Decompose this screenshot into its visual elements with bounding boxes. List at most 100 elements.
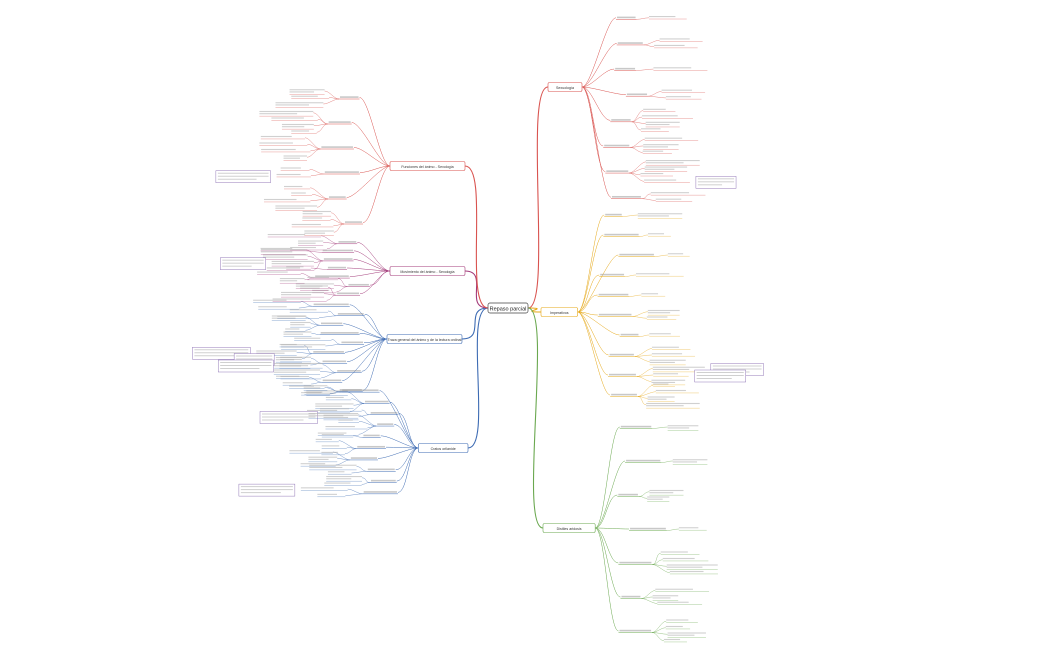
- leaf-text[interactable]: [648, 16, 676, 18]
- branch-node[interactable]: Cratos orilanide: [418, 443, 469, 453]
- branch-node[interactable]: Funciones del ánimo - Sexología: [389, 161, 466, 171]
- leaf-text[interactable]: [281, 291, 325, 294]
- leaf-text[interactable]: [649, 492, 674, 494]
- leaf-text[interactable]: [655, 588, 693, 590]
- leaf-text[interactable]: [275, 207, 305, 209]
- sub-node-text[interactable]: [620, 425, 652, 428]
- leaf-text[interactable]: [286, 266, 304, 268]
- leaf-text[interactable]: [665, 625, 683, 628]
- leaf-text[interactable]: [665, 96, 691, 98]
- leaf-text[interactable]: [273, 369, 321, 371]
- leaf-text[interactable]: [653, 67, 692, 69]
- leaf-text[interactable]: [662, 557, 695, 560]
- leaf-text[interactable]: [275, 104, 310, 106]
- leaf-text[interactable]: [283, 155, 308, 157]
- leaf-text[interactable]: [279, 278, 305, 280]
- leaf-text[interactable]: [321, 434, 344, 436]
- leaf-text[interactable]: [327, 471, 345, 473]
- leaf-text[interactable]: [640, 128, 661, 130]
- leaf-text[interactable]: [281, 123, 314, 126]
- leaf-text[interactable]: [666, 619, 689, 621]
- sub-node-text[interactable]: [328, 196, 346, 198]
- leaf-text[interactable]: [653, 383, 669, 385]
- leaf-text[interactable]: [657, 601, 689, 603]
- sub-node-text[interactable]: [619, 253, 654, 256]
- leaf-text[interactable]: [647, 396, 675, 398]
- sub-node-text[interactable]: [609, 353, 634, 356]
- leaf-text[interactable]: [326, 478, 352, 480]
- sub-node-text[interactable]: [608, 373, 636, 376]
- leaf-text[interactable]: [647, 498, 663, 500]
- leaf-text[interactable]: [643, 146, 668, 148]
- leaf-text[interactable]: [649, 333, 671, 335]
- sub-node-text[interactable]: [611, 393, 637, 396]
- sub-node-text[interactable]: [337, 292, 360, 295]
- leaf-text[interactable]: [260, 135, 292, 138]
- sub-node-text[interactable]: [323, 258, 353, 260]
- leaf-text[interactable]: [317, 493, 337, 495]
- leaf-text[interactable]: [652, 366, 705, 368]
- leaf-text[interactable]: [295, 283, 334, 285]
- leaf-text[interactable]: [663, 638, 681, 641]
- leaf-text[interactable]: [274, 365, 309, 367]
- leaf-text[interactable]: [290, 321, 311, 324]
- leaf-text[interactable]: [646, 402, 700, 405]
- leaf-text[interactable]: [259, 110, 314, 113]
- leaf-text[interactable]: [637, 213, 683, 215]
- branch-node[interactable]: Imperativos: [540, 307, 578, 317]
- leaf-text[interactable]: [326, 476, 362, 478]
- leaf-text[interactable]: [289, 89, 325, 91]
- leaf-text[interactable]: [644, 137, 683, 139]
- leaf-text[interactable]: [306, 390, 348, 392]
- leaf-text[interactable]: [338, 419, 353, 421]
- sub-node-text[interactable]: [621, 595, 641, 598]
- leaf-text[interactable]: [312, 289, 330, 291]
- sub-node-text[interactable]: [348, 283, 369, 286]
- leaf-text[interactable]: [283, 331, 312, 333]
- sub-node-text[interactable]: [357, 445, 385, 448]
- leaf-text[interactable]: [651, 346, 679, 348]
- leaf-text[interactable]: [303, 387, 321, 389]
- leaf-text[interactable]: [282, 382, 303, 384]
- leaf-text[interactable]: [321, 445, 340, 447]
- leaf-text[interactable]: [637, 215, 669, 217]
- leaf-text[interactable]: [271, 315, 306, 317]
- leaf-text[interactable]: [640, 173, 664, 175]
- leaf-text[interactable]: [661, 89, 693, 91]
- leaf-text[interactable]: [289, 385, 314, 387]
- leaf-text[interactable]: [646, 316, 668, 318]
- leaf-text[interactable]: [635, 273, 670, 275]
- leaf-text[interactable]: [309, 464, 357, 466]
- leaf-text[interactable]: [666, 564, 718, 566]
- leaf-text[interactable]: [652, 595, 679, 597]
- leaf-text[interactable]: [666, 566, 703, 568]
- leaf-text[interactable]: [649, 359, 686, 361]
- sub-node-text[interactable]: [600, 273, 625, 276]
- leaf-text[interactable]: [308, 413, 359, 415]
- leaf-text[interactable]: [678, 527, 699, 529]
- sub-node-text[interactable]: [626, 459, 661, 462]
- leaf-text[interactable]: [281, 344, 326, 346]
- sub-node-text[interactable]: [321, 322, 343, 325]
- sub-node-text[interactable]: [337, 370, 361, 372]
- sub-node-text[interactable]: [363, 434, 380, 437]
- sub-node-text[interactable]: [344, 221, 363, 223]
- leaf-text[interactable]: [654, 44, 685, 46]
- leaf-text[interactable]: [324, 482, 351, 484]
- leaf-text[interactable]: [651, 381, 676, 383]
- leaf-text[interactable]: [308, 458, 329, 460]
- leaf-text[interactable]: [263, 198, 297, 201]
- leaf-text[interactable]: [667, 427, 690, 429]
- sub-node-text[interactable]: [324, 171, 359, 173]
- leaf-text[interactable]: [276, 375, 300, 377]
- branch-node[interactable]: Movimiento del ánimo - Sexología: [389, 266, 466, 276]
- leaf-text[interactable]: [289, 91, 315, 93]
- sub-node-text[interactable]: [327, 266, 347, 269]
- leaf-text[interactable]: [645, 121, 680, 123]
- leaf-text[interactable]: [325, 396, 344, 398]
- leaf-text[interactable]: [257, 271, 288, 273]
- sub-node-text[interactable]: [320, 332, 359, 334]
- leaf-text[interactable]: [256, 350, 297, 352]
- leaf-text[interactable]: [308, 456, 338, 458]
- leaf-text[interactable]: [649, 489, 684, 492]
